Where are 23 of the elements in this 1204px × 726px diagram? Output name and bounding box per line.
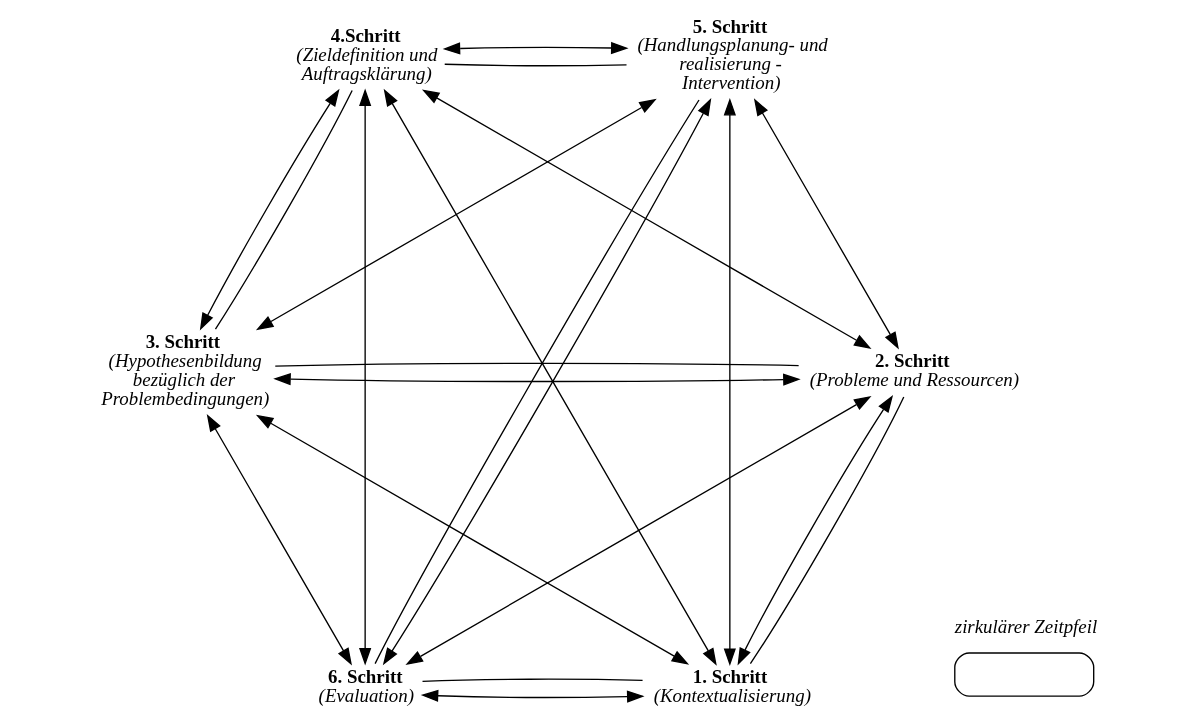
arrow xyxy=(358,88,371,666)
node-text: 3. Schritt (Hypothesenbildung bezüglich der Problembedingungen) xyxy=(100,331,269,410)
connector xyxy=(274,362,799,367)
node-text: 5. Schritt (Handlungsplanung- und realisierung - Intervention) xyxy=(636,15,828,94)
arrow xyxy=(255,414,689,665)
node-text: 1. Schritt (Kontextualisierung) xyxy=(653,666,811,707)
connector xyxy=(214,89,353,330)
legend-label: zirkulärer Zeitpfeil xyxy=(954,616,1097,637)
arrow xyxy=(442,41,629,55)
connector xyxy=(421,678,643,683)
node-text: 4.Schritt (Zieldefinition und Auftragsklärung) xyxy=(295,25,437,84)
arrow xyxy=(421,89,871,349)
arrow xyxy=(199,88,340,331)
arrow xyxy=(753,98,899,350)
arrow xyxy=(255,98,657,331)
node-text: 2. Schritt (Probleme und Ressourcen) xyxy=(809,350,1019,391)
connector xyxy=(443,63,627,67)
arrow xyxy=(272,373,801,386)
arrow xyxy=(206,413,352,666)
arrow xyxy=(420,689,645,703)
arrow xyxy=(723,97,736,666)
node-text: 6. Schritt (Evaluation) xyxy=(318,666,414,707)
arrow xyxy=(404,395,871,666)
